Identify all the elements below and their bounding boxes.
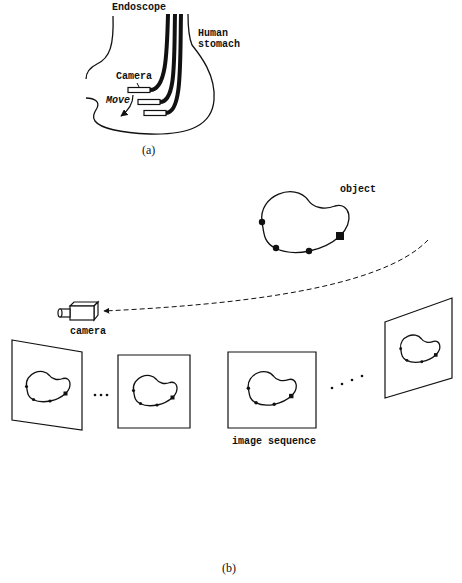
- part-label: Human stomach: [198, 28, 248, 50]
- motion-label: Move: [106, 95, 130, 106]
- object-shape: [259, 192, 349, 255]
- stomach-outline: [86, 14, 214, 134]
- camera-icon: [58, 302, 98, 320]
- subfigure-label: (b): [222, 562, 236, 575]
- image-frames: [12, 298, 452, 430]
- part-label: object: [340, 184, 376, 195]
- part-label: Camera: [116, 71, 152, 82]
- endoscope-tubes: [150, 14, 181, 113]
- subfigure-label: (a): [142, 144, 155, 157]
- part-label: image sequence: [232, 436, 316, 447]
- part-label: camera: [70, 326, 106, 337]
- camera-heads: [128, 88, 166, 116]
- camera-path: [104, 240, 428, 311]
- part-label: Endoscope: [112, 2, 166, 13]
- frame-objects: [25, 335, 440, 407]
- ellipsis-dots: [94, 375, 364, 397]
- leader-line: [137, 83, 139, 87]
